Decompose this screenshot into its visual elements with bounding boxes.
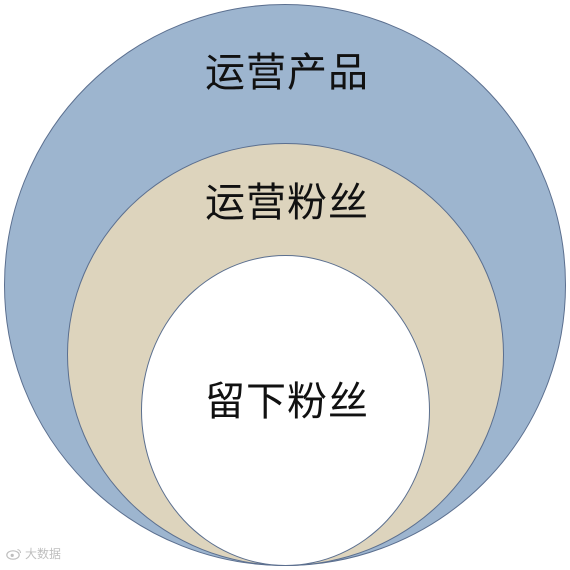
circle-inner [141,255,430,566]
watermark: 大数据 [6,548,61,560]
label-outer: 运营产品 [205,50,369,96]
label-inner: 留下粉丝 [205,379,369,425]
label-middle: 运营粉丝 [205,180,369,226]
watermark-text: 大数据 [25,547,62,561]
weibo-logo-icon [6,548,22,560]
